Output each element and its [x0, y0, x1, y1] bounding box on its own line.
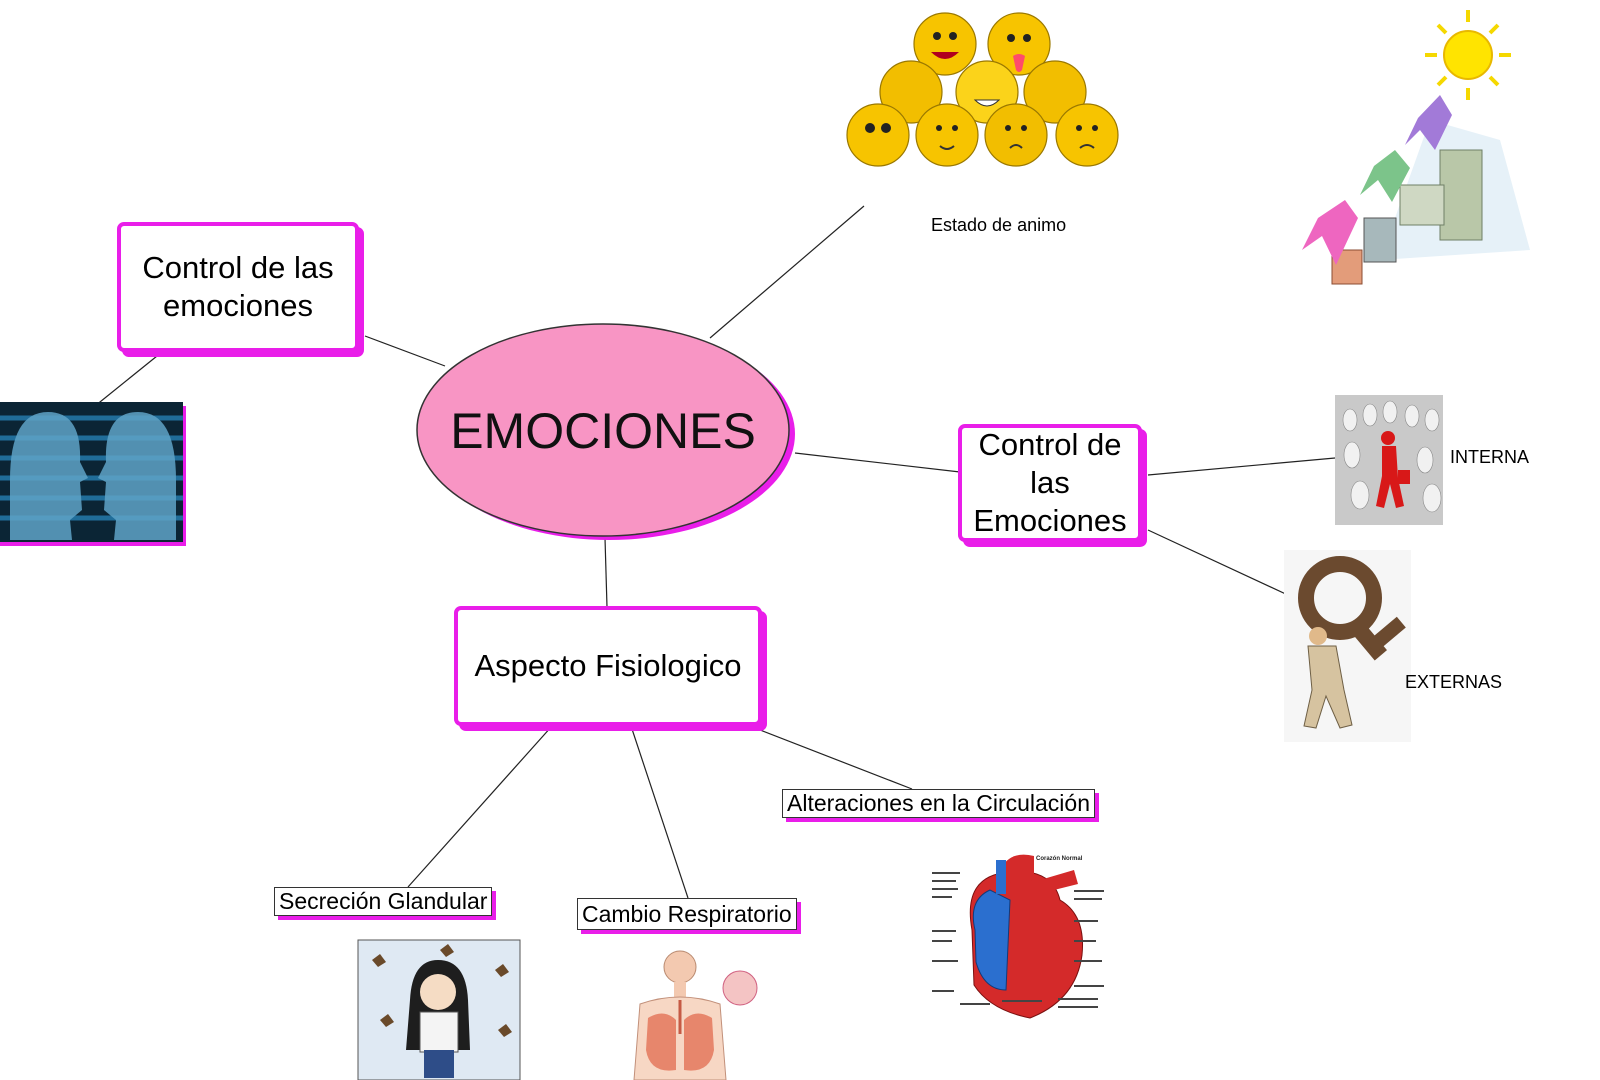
brains-image: [0, 402, 186, 546]
aspecto-label: Aspecto Fisiologico: [474, 648, 742, 683]
heart-title: Corazón Normal: [1036, 856, 1083, 862]
control-left-label: Control de las emociones: [142, 250, 334, 323]
female-symbol-image: [1284, 550, 1411, 742]
purple-figure-icon: [1405, 95, 1452, 150]
carrying-man-icon: [1303, 627, 1353, 729]
central-ellipse: [416, 323, 790, 537]
link-central-control-left: [364, 335, 446, 367]
link-control-right-interna: [1147, 457, 1336, 476]
heart-diagram-icon: [969, 854, 1084, 1019]
secrecion-box[interactable]: Secreción Glandular: [274, 887, 493, 916]
control-right-box[interactable]: Control de las Emociones: [958, 424, 1142, 542]
control-right-label: Control de las Emociones: [973, 427, 1127, 538]
emoticons-image: [846, 12, 1119, 167]
sun-icon: [1425, 10, 1511, 100]
pink-figure-icon: [1302, 200, 1358, 265]
respiratorio-box[interactable]: Cambio Respiratorio: [577, 898, 797, 930]
link-central-control-right: [794, 452, 961, 473]
running-man-icon: [1376, 431, 1410, 508]
control-left-box[interactable]: Control de las emociones: [117, 222, 359, 352]
female-symbol-icon: [1298, 556, 1406, 661]
circulacion-label: Alteraciones en la Circulación: [787, 790, 1090, 816]
sun-growth-image: [1302, 10, 1530, 285]
red-figure-image: [1335, 395, 1443, 525]
green-figure-icon: [1360, 150, 1410, 202]
link-central-aspecto: [604, 537, 608, 608]
cold-character-image: [357, 939, 521, 1080]
right-head-icon: [98, 412, 176, 540]
secrecion-label: Secreción Glandular: [279, 888, 488, 914]
interna-label: INTERNA: [1450, 447, 1530, 467]
respiratorio-label: Cambio Respiratorio: [582, 900, 792, 927]
externas-label: EXTERNAS: [1405, 672, 1503, 692]
heart-image: Corazón Normal: [932, 854, 1104, 1019]
link-aspecto-respiratorio: [630, 725, 689, 899]
estado-label: Estado de animo: [931, 215, 1067, 235]
link-control-left-brains: [94, 355, 158, 407]
link-aspecto-secrecion: [407, 725, 553, 888]
link-aspecto-circulacion: [759, 729, 913, 790]
shivering-girl-icon: [406, 960, 470, 1078]
link-control-right-externas: [1147, 529, 1291, 597]
respiratory-system-icon: [633, 950, 758, 1080]
lungs-image: [633, 950, 758, 1080]
circulacion-box[interactable]: Alteraciones en la Circulación: [782, 789, 1095, 818]
left-head-icon: [10, 412, 88, 540]
smiley-faces-icon: [846, 12, 1119, 167]
aspecto-box[interactable]: Aspecto Fisiologico: [454, 606, 762, 726]
central-title: EMOCIONES: [450, 403, 756, 459]
link-central-estado: [709, 205, 865, 339]
